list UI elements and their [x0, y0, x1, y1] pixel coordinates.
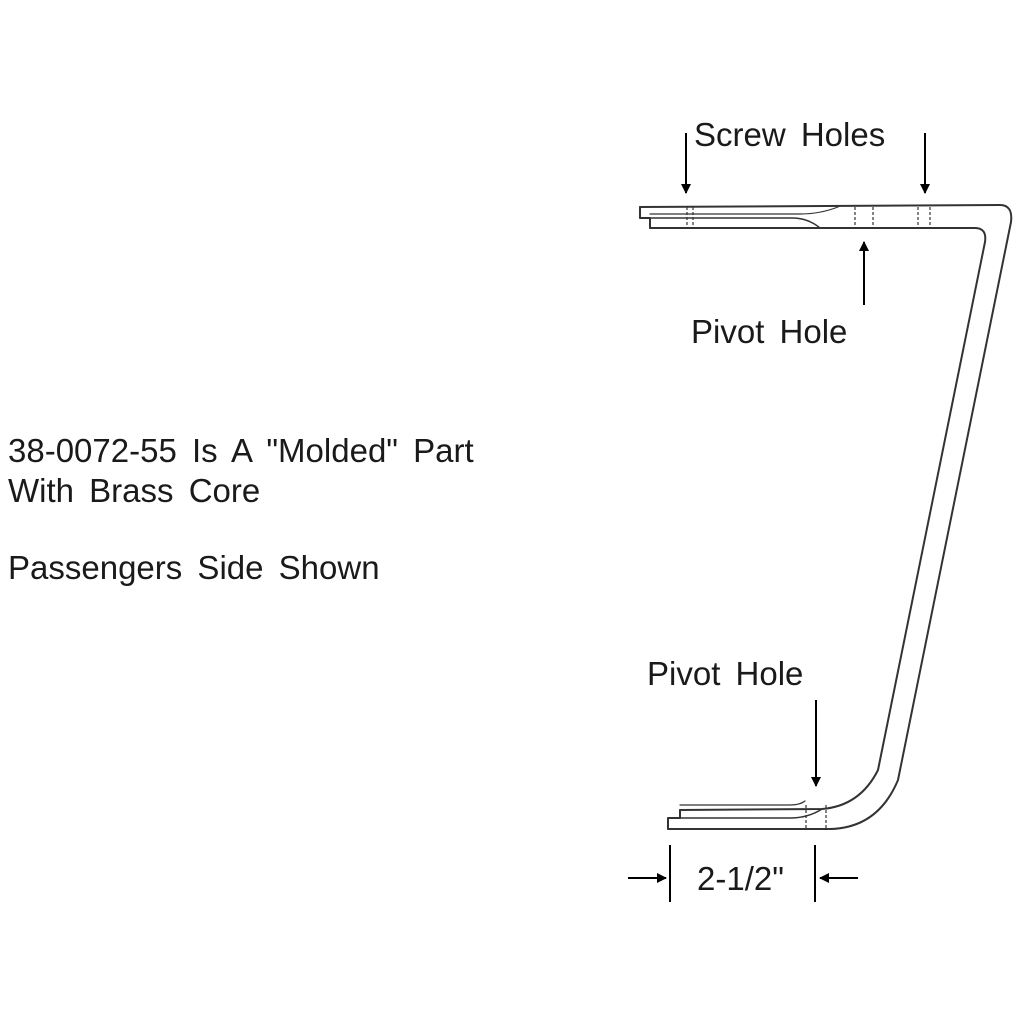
bottom-flange-lip-2 [679, 800, 806, 806]
pivot-hole-bottom-label: Pivot Hole [647, 655, 803, 692]
brass-core-note: With Brass Core [8, 472, 261, 509]
pivot-hole-top-label: Pivot Hole [691, 313, 847, 350]
bottom-flange-lip [667, 808, 823, 819]
screw-holes-label: Screw Holes [694, 116, 885, 153]
bottom-flange-end [667, 809, 681, 830]
bracket-outline [639, 204, 1013, 830]
top-flange-lip [639, 217, 821, 229]
top-flange-lip-2 [649, 206, 839, 215]
callout-arrows [681, 133, 930, 787]
dimension-markers [628, 845, 858, 902]
hole-markings [686, 207, 931, 829]
part-number-note: 38-0072-55 Is A "Molded" Part [8, 432, 474, 469]
bracket-outer-edge [639, 204, 1013, 830]
side-shown-note: Passengers Side Shown [8, 549, 380, 586]
bracket-inner-edge [649, 227, 987, 811]
dimension-label: 2-1/2" [697, 860, 784, 897]
